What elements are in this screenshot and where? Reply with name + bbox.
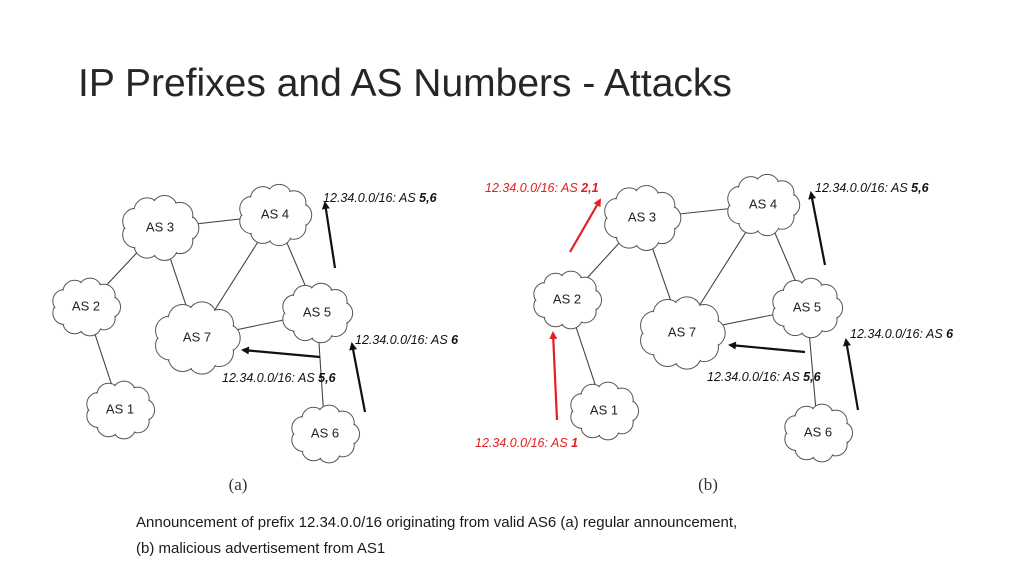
announcement-arrow: [843, 338, 860, 411]
as-node-as1: AS 1: [570, 381, 640, 441]
as-node-label: AS 5: [303, 304, 331, 319]
malicious-announcement-label: 12.34.0.0/16: AS 1: [475, 436, 578, 450]
as-node-label: AS 1: [590, 402, 618, 417]
cloud-icon: [604, 185, 682, 251]
as-node-label: AS 4: [261, 206, 289, 221]
as-path-text: 5,6: [911, 181, 929, 195]
prefix-text: 12.34.0.0/16: AS: [323, 191, 419, 205]
as-node-as6: AS 6: [291, 404, 361, 464]
cloud-icon: [570, 381, 640, 441]
diagram-a: AS 3 AS 4 AS 2 AS 7 AS 5 AS 1 AS 6 12.34.0.0/16…: [52, 183, 459, 494]
as-node-as6: AS 6: [784, 403, 854, 463]
announcement-arrow: [241, 346, 321, 359]
cloud-icon: [640, 296, 726, 370]
as-node-as5: AS 5: [282, 282, 354, 344]
cloud-icon: [282, 282, 354, 344]
announcement-arrow: [349, 342, 367, 413]
as-node-as4: AS 4: [727, 173, 801, 237]
announcement-label: 12.34.0.0/16: AS 5,6: [323, 191, 438, 205]
as-node-label: AS 7: [668, 324, 696, 339]
as-node-as2: AS 2: [52, 277, 122, 337]
figure-caption: Announcement of prefix 12.34.0.0/16 orig…: [136, 510, 737, 562]
slide-title: IP Prefixes and AS Numbers - Attacks: [78, 62, 732, 105]
prefix-text: 12.34.0.0/16: AS: [475, 436, 571, 450]
cloud-icon: [533, 270, 603, 330]
cloud-icon: [86, 380, 156, 440]
as-node-as1: AS 1: [86, 380, 156, 440]
caption-line-1: Announcement of prefix 12.34.0.0/16 orig…: [136, 514, 738, 531]
as-path-text: 6: [946, 327, 954, 341]
as-path-text: 2,1: [580, 181, 598, 195]
cloud-icon: [155, 301, 241, 375]
announcement-arrow: [728, 341, 806, 354]
cloud-icon: [784, 403, 854, 463]
as-node-as3: AS 3: [604, 185, 682, 251]
cloud-icon: [772, 277, 844, 339]
subfigure-label: (b): [698, 475, 718, 494]
as-path-text: 5,6: [419, 191, 437, 205]
cloud-icon: [239, 183, 313, 247]
as-node-as5: AS 5: [772, 277, 844, 339]
malicious-announcement-arrow: [549, 331, 559, 421]
as-path-text: 5,6: [318, 371, 336, 385]
cloud-icon: [122, 195, 200, 261]
prefix-text: 12.34.0.0/16: AS: [485, 181, 581, 195]
as-node-label: AS 2: [72, 298, 100, 313]
announcement-label: 12.34.0.0/16: AS 6: [850, 327, 954, 341]
prefix-text: 12.34.0.0/16: AS: [815, 181, 911, 195]
as-node-label: AS 7: [183, 329, 211, 344]
as-node-label: AS 4: [749, 196, 777, 211]
announcement-label: 12.34.0.0/16: AS 5,6: [707, 370, 822, 384]
as-node-as4: AS 4: [239, 183, 313, 247]
prefix-text: 12.34.0.0/16: AS: [850, 327, 946, 341]
as-path-text: 5,6: [803, 370, 821, 384]
as-node-label: AS 1: [106, 401, 134, 416]
announcement-label: 12.34.0.0/16: AS 6: [355, 333, 459, 347]
as-path-text: 1: [571, 436, 578, 450]
as-node-label: AS 6: [804, 424, 832, 439]
caption-line-2: (b) malicious advertisement from AS1: [136, 540, 386, 557]
as-node-label: AS 2: [553, 291, 581, 306]
announcement-arrow: [321, 201, 337, 269]
cloud-icon: [52, 277, 122, 337]
prefix-text: 12.34.0.0/16: AS: [222, 371, 318, 385]
as-node-label: AS 3: [146, 219, 174, 234]
as-node-as3: AS 3: [122, 195, 200, 261]
as-node-as7: AS 7: [640, 296, 726, 370]
as-node-label: AS 3: [628, 209, 656, 224]
malicious-announcement-label: 12.34.0.0/16: AS 2,1: [485, 181, 599, 195]
announcement-label: 12.34.0.0/16: AS 5,6: [222, 371, 337, 385]
cloud-icon: [291, 404, 361, 464]
prefix-text: 12.34.0.0/16: AS: [355, 333, 451, 347]
subfigure-label: (a): [229, 475, 248, 494]
diagram-b: AS 3 AS 4 AS 2 AS 7 AS 5 AS 1 AS 6 12.34.0.0/16…: [475, 173, 954, 494]
announcement-arrow: [808, 191, 827, 266]
as-node-label: AS 6: [311, 425, 339, 440]
announcement-label: 12.34.0.0/16: AS 5,6: [815, 181, 930, 195]
as-node-as7: AS 7: [155, 301, 241, 375]
cloud-icon: [727, 173, 801, 237]
prefix-text: 12.34.0.0/16: AS: [707, 370, 803, 384]
as-node-label: AS 5: [793, 299, 821, 314]
malicious-announcement-arrow: [569, 198, 601, 253]
as-node-as2: AS 2: [533, 270, 603, 330]
as-path-text: 6: [451, 333, 459, 347]
